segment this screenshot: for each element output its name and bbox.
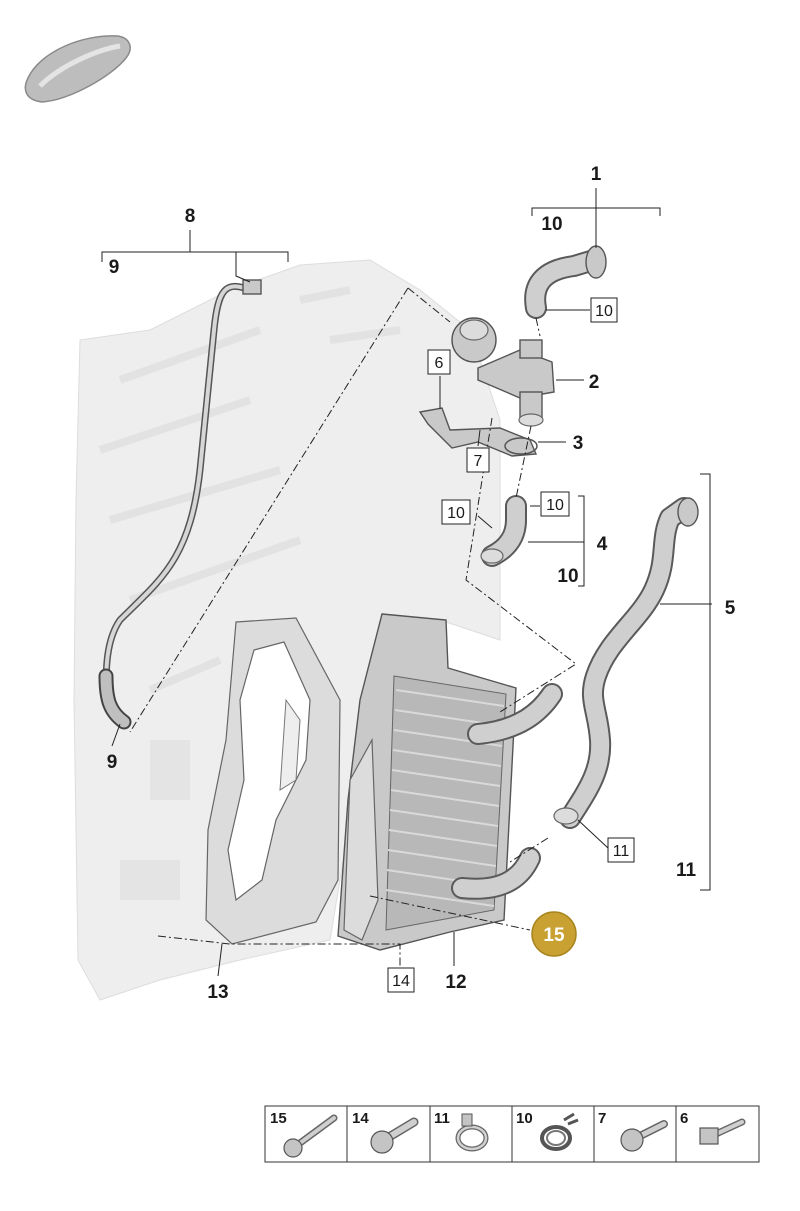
callout-2: 2: [589, 372, 600, 393]
box-callout-10-a: 10: [595, 303, 613, 320]
box-callout-10-b: 10: [546, 497, 564, 514]
hardware-table: 15 14 11 10: [264, 1105, 760, 1163]
bolt-short-icon: [620, 1120, 668, 1152]
oil-cooler-12[interactable]: [337, 613, 563, 951]
thermostat-valve[interactable]: [451, 317, 555, 427]
hardware-cell-10[interactable]: 10: [516, 1110, 579, 1151]
hardware-number-14: 14: [352, 1110, 369, 1127]
assembly-lines: [129, 287, 577, 970]
bolt-long-icon: [283, 1114, 338, 1158]
callout-1: 1: [591, 164, 602, 185]
bolt-flange-icon: [699, 1118, 746, 1145]
hardware-cell-6[interactable]: 6: [680, 1110, 746, 1145]
hardware-number-15: 15: [270, 1110, 287, 1127]
callout-labels: 1 10 8 9 2 3 4 10 5 11 9 13 12: [107, 164, 736, 1003]
callout-9-bottom: 9: [107, 752, 118, 773]
highlight-callout-15[interactable]: 15: [531, 911, 577, 957]
coolant-hose-1[interactable]: [524, 245, 607, 319]
hardware-cell-7[interactable]: 7: [598, 1110, 668, 1152]
leader-lines: [101, 188, 712, 977]
hose-clamp-icon: [455, 1113, 489, 1152]
hardware-cell-11[interactable]: 11: [434, 1110, 489, 1152]
callout-5: 5: [725, 598, 736, 619]
hardware-cell-15[interactable]: 15: [270, 1110, 338, 1158]
gasket-13[interactable]: [205, 617, 341, 945]
hardware-number-11: 11: [434, 1110, 450, 1127]
callout-4: 4: [597, 534, 608, 555]
callout-11-side: 11: [676, 860, 697, 881]
box-callout-14: 14: [392, 973, 410, 990]
callout-3: 3: [573, 433, 584, 454]
hardware-number-7: 7: [598, 1110, 606, 1127]
box-callout-6: 6: [435, 355, 444, 372]
callout-12: 12: [445, 972, 466, 993]
bolt-torx-icon: [370, 1117, 419, 1154]
breather-line[interactable]: [98, 279, 262, 730]
highlight-label: 15: [543, 925, 565, 946]
callout-8: 8: [185, 206, 196, 227]
box-callout-7: 7: [474, 453, 483, 470]
hardware-number-6: 6: [680, 1110, 688, 1127]
coolant-hose-4[interactable]: [480, 495, 527, 567]
callout-10-top: 10: [541, 214, 562, 235]
callout-13: 13: [207, 982, 228, 1003]
callout-9-top: 9: [109, 257, 120, 278]
car-silhouette-icon[interactable]: [24, 35, 131, 103]
hardware-number-10: 10: [516, 1110, 533, 1127]
callout-10-side: 10: [557, 566, 578, 587]
boxed-callouts: 10 6 7 10 10 11 14: [387, 297, 635, 993]
spring-clamp-icon: [540, 1112, 579, 1151]
hardware-cell-14[interactable]: 14: [352, 1110, 419, 1154]
box-callout-10-c: 10: [447, 505, 465, 522]
box-callout-11: 11: [613, 843, 630, 860]
mounting-bracket[interactable]: [418, 407, 538, 457]
coolant-hose-5[interactable]: [553, 497, 699, 829]
